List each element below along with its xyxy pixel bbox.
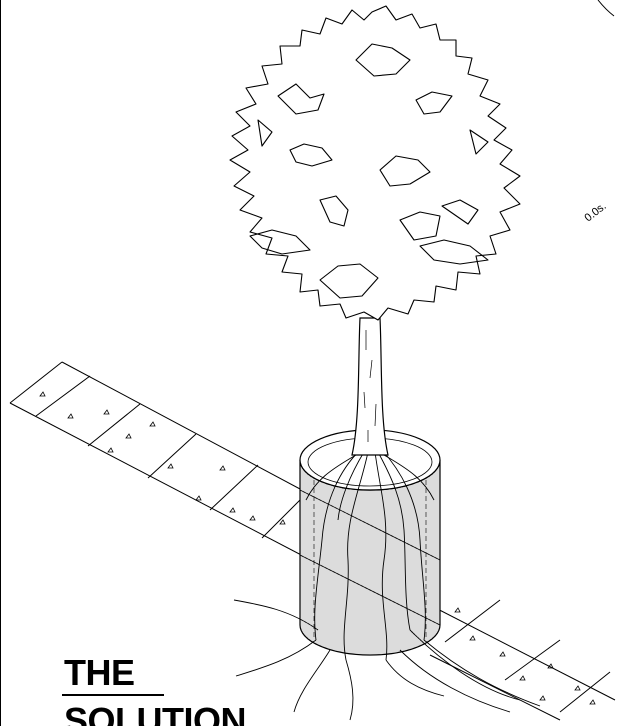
corner-annotation: 0.0s.: [582, 200, 608, 224]
title-line-1: THE: [64, 654, 135, 692]
background-arc: [598, 0, 614, 16]
title-line-2: SOLUTION: [64, 702, 246, 726]
title-block: THE SOLUTION: [62, 652, 322, 726]
tree-trunk: [352, 318, 388, 455]
title-underline: [62, 694, 164, 696]
tree-canopy: [230, 6, 520, 320]
root-barrier: [300, 430, 440, 655]
